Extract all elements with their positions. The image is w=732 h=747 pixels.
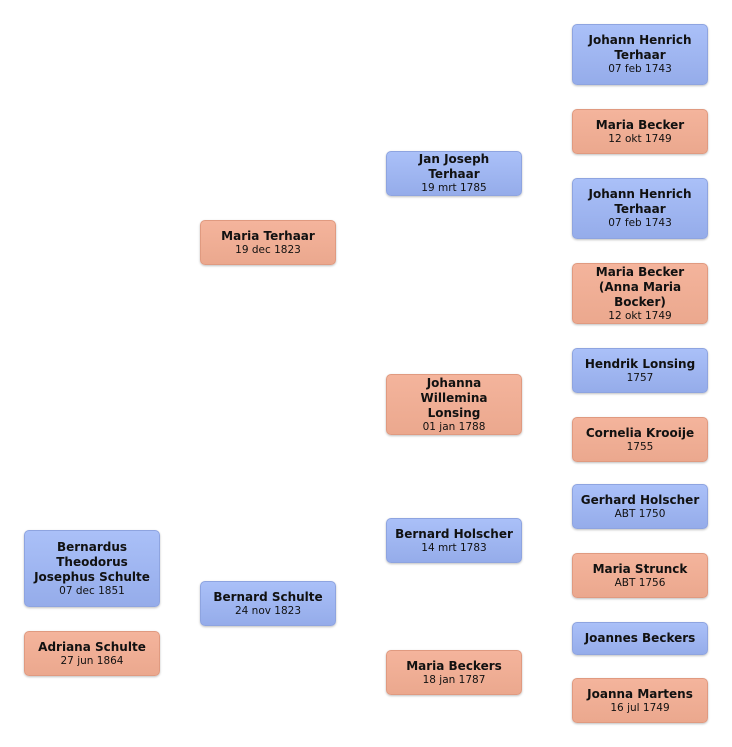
person-date: 14 mrt 1783 [421,541,487,554]
person-box-mmm[interactable]: Cornelia Krooije 1755 [572,417,708,462]
person-name: Hendrik Lonsing [584,356,696,371]
person-box-root[interactable]: Bernardus Theodorus Josephus Schulte 07 … [24,530,160,607]
person-date: 07 feb 1743 [608,217,672,229]
person-name: Bernard Holscher [395,526,513,541]
person-name: Jan Joseph Terhaar [418,152,490,181]
person-box-mff2[interactable]: Johann Henrich Terhaar 07 feb 1743 [572,178,708,239]
person-date: ABT 1756 [614,576,666,589]
person-box-mother[interactable]: Maria Terhaar 19 dec 1823 [200,220,336,265]
person-name: Maria Terhaar [221,228,315,243]
person-name: Cornelia Krooije [585,425,695,440]
person-box-mf[interactable]: Jan Joseph Terhaar 19 mrt 1785 [386,151,522,196]
person-box-father[interactable]: Bernard Schulte 24 nov 1823 [200,581,336,626]
person-name: Maria Becker [595,117,685,132]
person-name: Maria Becker (Anna Maria Bocker) [595,264,685,309]
person-date: 07 dec 1851 [59,584,125,597]
person-box-fff[interactable]: Gerhard Holscher ABT 1750 [572,484,708,529]
person-box-fmm[interactable]: Joanna Martens 16 jul 1749 [572,678,708,723]
person-date: 01 jan 1788 [422,420,486,433]
person-name: Maria Strunck [592,561,688,576]
person-date: 07 feb 1743 [608,63,672,75]
person-name: Johann Henrich Terhaar [588,33,692,62]
person-box-fm[interactable]: Maria Beckers 18 jan 1787 [386,650,522,695]
person-name: Johanna Willemina Lonsing [420,375,488,420]
person-name: Gerhard Holscher [580,492,700,507]
person-box-mm[interactable]: Johanna Willemina Lonsing 01 jan 1788 [386,374,522,435]
person-box-mmf[interactable]: Hendrik Lonsing 1757 [572,348,708,393]
person-box-mff[interactable]: Johann Henrich Terhaar 07 feb 1743 [572,24,708,85]
person-date: 27 jun 1864 [60,654,124,667]
person-box-mfm[interactable]: Maria Becker 12 okt 1749 [572,109,708,154]
person-date: 16 jul 1749 [610,701,670,714]
person-box-fmf[interactable]: Joannes Beckers [572,622,708,655]
person-name: Maria Beckers [406,658,502,673]
person-box-ffm[interactable]: Maria Strunck ABT 1756 [572,553,708,598]
person-date: 1757 [626,371,654,384]
person-date: 18 jan 1787 [422,673,486,686]
person-date: 12 okt 1749 [608,309,672,322]
person-box-ff[interactable]: Bernard Holscher 14 mrt 1783 [386,518,522,563]
person-name: Adriana Schulte [38,639,146,654]
person-date: 12 okt 1749 [608,132,672,145]
person-box-spouse[interactable]: Adriana Schulte 27 jun 1864 [24,631,160,676]
person-name: Joannes Beckers [584,631,696,645]
person-name: Bernard Schulte [213,589,323,604]
person-date: 1755 [626,440,654,453]
person-date: 19 mrt 1785 [421,182,487,194]
person-name: Johann Henrich Terhaar [588,187,692,216]
person-date: ABT 1750 [614,507,666,520]
person-name: Bernardus Theodorus Josephus Schulte [34,539,150,584]
person-date: 19 dec 1823 [235,243,301,256]
person-date: 24 nov 1823 [234,604,302,617]
person-box-mfm2[interactable]: Maria Becker (Anna Maria Bocker) 12 okt … [572,263,708,324]
person-name: Joanna Martens [587,686,693,701]
